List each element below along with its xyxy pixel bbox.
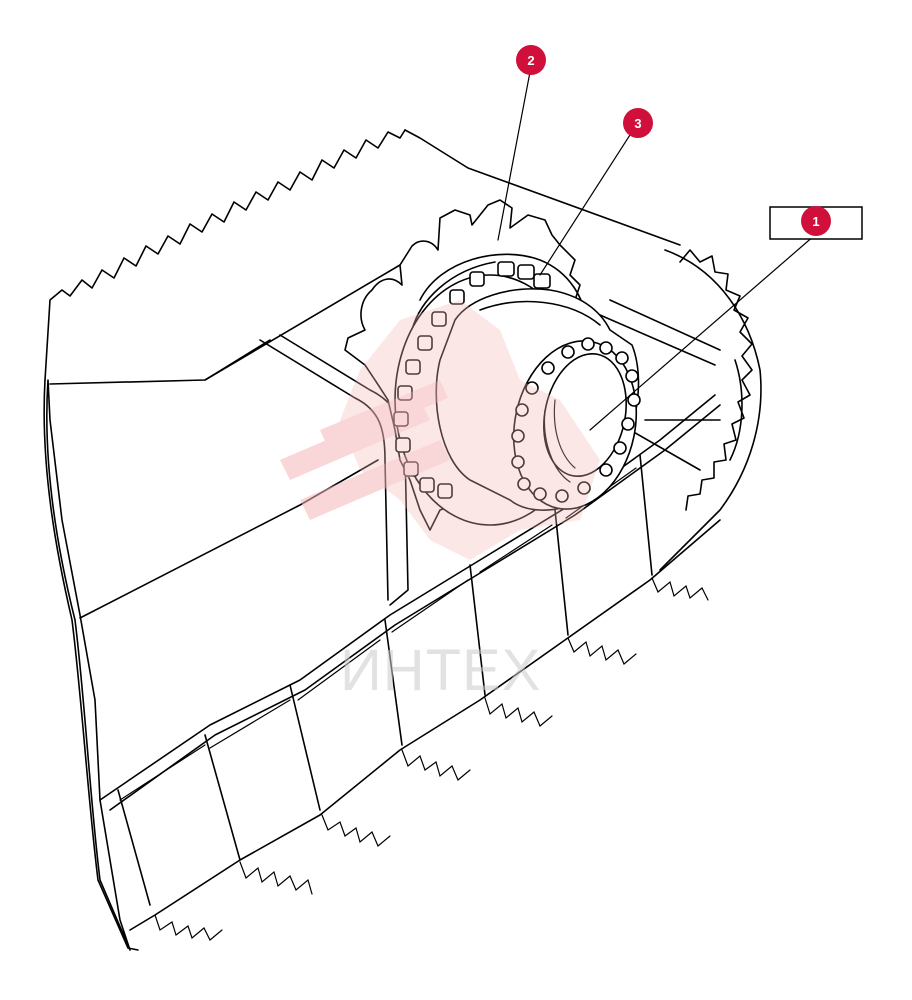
callout-2-label: 2 xyxy=(527,53,534,68)
callout-2-marker xyxy=(516,45,546,75)
watermark: ИНТЕХ xyxy=(280,300,600,703)
final-drive xyxy=(435,288,640,511)
track-shoes xyxy=(99,394,721,941)
leader-lines xyxy=(497,71,816,431)
sprocket-bolts xyxy=(393,261,551,499)
callout-3-marker xyxy=(623,108,653,138)
callout-1[interactable]: 1 xyxy=(801,206,831,236)
callout-1-marker xyxy=(801,206,831,236)
callout-3[interactable]: 3 xyxy=(623,108,653,138)
watermark-text: ИНТЕХ xyxy=(340,638,541,703)
callout-1-label: 1 xyxy=(812,214,819,229)
cover-bolts xyxy=(511,337,641,503)
track-chain-right xyxy=(599,249,762,571)
callout-2[interactable]: 2 xyxy=(516,45,546,75)
watermark-gear-icon xyxy=(280,300,600,560)
callout-3-label: 3 xyxy=(634,116,641,131)
track-frame xyxy=(43,129,681,951)
